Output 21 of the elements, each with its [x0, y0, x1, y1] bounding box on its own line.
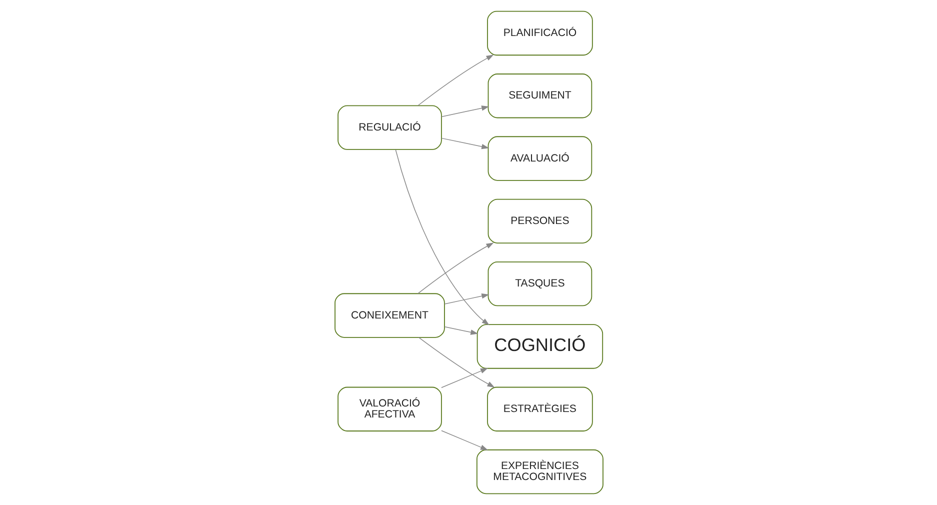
arrow — [440, 138, 489, 150]
arrow — [440, 368, 488, 388]
node-box: REGULACIÓ — [337, 105, 442, 150]
arrow — [418, 337, 494, 388]
node-box: SEGUIMENT — [487, 74, 592, 118]
arrow — [417, 242, 494, 294]
arrow — [417, 54, 494, 106]
node-box: PLANIFICACIÓ — [486, 10, 592, 56]
node-box: PERSONES — [487, 198, 592, 244]
arrow — [444, 293, 489, 304]
node-box: VALORACIÓ AFECTIVA — [337, 386, 442, 432]
node-box: COGNICIÓ — [476, 324, 603, 369]
node-box: TASQUES — [487, 261, 592, 306]
node-box: EXPERIÈNCIES METACOGNITIVES — [476, 449, 603, 494]
node-box: ESTRATÈGIES — [486, 386, 592, 432]
arrow — [394, 149, 489, 326]
node-box: AVALUACIÓ — [487, 136, 592, 181]
arrow — [440, 430, 488, 450]
arrow — [440, 106, 489, 118]
node-box: CONEIXEMENT — [334, 293, 444, 338]
arrow — [444, 326, 478, 335]
